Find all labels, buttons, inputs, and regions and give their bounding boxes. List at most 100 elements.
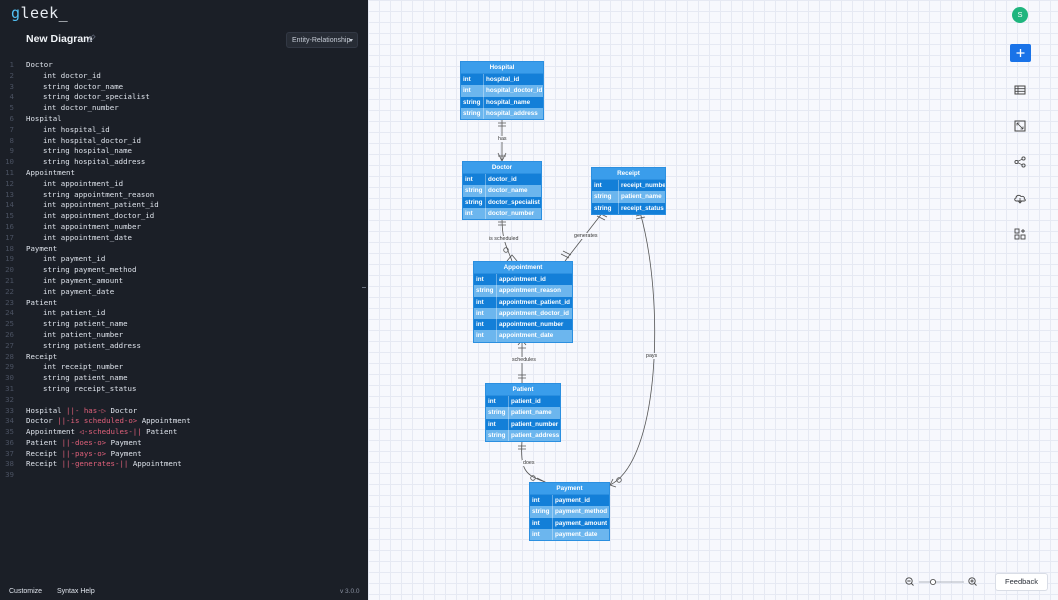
code-text: string patient_name <box>26 373 128 384</box>
line-number: 10 <box>5 157 14 167</box>
line-number: 29 <box>5 362 14 372</box>
line-number: 16 <box>5 221 14 231</box>
relation-target: Appointment <box>141 416 191 426</box>
code-token: Hospital <box>26 113 62 123</box>
customize-link[interactable]: Customize <box>9 588 43 595</box>
zoom-control[interactable] <box>904 576 980 588</box>
pencil-icon[interactable] <box>87 34 96 43</box>
version-label: v 3.0.0 <box>340 588 360 595</box>
add-icon <box>1016 49 1025 57</box>
share-button[interactable] <box>1011 153 1029 171</box>
column-divider <box>496 307 497 320</box>
attribute-type: int <box>465 209 473 217</box>
code-token: Appointment <box>26 167 75 177</box>
code-text: Receipt ||-pays-o> Payment <box>26 449 142 460</box>
line-number: 32 <box>5 394 14 404</box>
relation-target: Doctor <box>110 405 138 415</box>
relation-label-is-scheduled: is scheduled <box>488 236 520 242</box>
column-divider <box>483 74 484 86</box>
syntax-help-link[interactable]: Syntax Help <box>57 588 95 595</box>
code-text: Doctor ||-is scheduled-o> Appointment <box>26 416 191 427</box>
download-button[interactable] <box>1011 189 1029 207</box>
feedback-button[interactable]: Feedback <box>995 573 1048 591</box>
fit-to-screen-button[interactable] <box>1011 117 1029 135</box>
attribute-name: patient_name <box>511 409 552 417</box>
entity-title: Hospital <box>461 62 543 74</box>
attribute-name: appointment_id <box>499 276 546 283</box>
column-divider <box>485 174 486 186</box>
attribute-name: payment_amount <box>555 519 608 527</box>
table-view-button[interactable] <box>1011 81 1029 99</box>
code-token: int appointment_patient_id <box>43 200 159 210</box>
templates-button[interactable] <box>1011 225 1029 243</box>
line-number: 22 <box>5 286 14 296</box>
line-number: 12 <box>5 178 14 188</box>
zoom-in-icon[interactable] <box>968 577 977 586</box>
line-number: 19 <box>5 254 14 264</box>
code-text: string doctor_specialist <box>26 92 150 103</box>
gleek-logo[interactable]: gleek_ <box>11 4 69 22</box>
line-number: 33 <box>5 405 14 415</box>
user-avatar[interactable]: S <box>1012 7 1028 23</box>
diagram-title[interactable]: New Diagram <box>26 33 93 45</box>
code-text: string patient_address <box>26 341 141 352</box>
relation-target: Appointment <box>132 459 182 469</box>
attribute-type: int <box>476 332 484 340</box>
entity-attribute-row: int appointment_id <box>474 274 572 286</box>
column-divider <box>508 418 509 430</box>
code-token: int hospital_id <box>43 124 110 134</box>
line-number: 4 <box>9 92 14 102</box>
code-token: int appointment_number <box>43 221 141 231</box>
code-text: int appointment_doctor_id <box>26 211 154 222</box>
code-text: int hospital_doctor_id <box>26 136 141 147</box>
entity-title: Receipt <box>592 168 665 180</box>
panel-resize-handle[interactable] <box>362 287 366 288</box>
code-token: Doctor <box>26 60 53 69</box>
entity-title: Patient <box>486 384 560 396</box>
line-number: 14 <box>5 200 14 210</box>
column-divider <box>483 96 484 108</box>
code-text: string appointment_reason <box>26 190 154 201</box>
line-number: 26 <box>5 329 14 339</box>
add-button[interactable] <box>1010 44 1031 62</box>
attribute-type: string <box>594 204 612 212</box>
chevron-down-icon <box>349 39 353 42</box>
code-token: Receipt <box>26 351 58 361</box>
attribute-type: int <box>476 276 484 283</box>
diagram-type-dropdown[interactable]: Entity-Relationship <box>286 32 358 48</box>
relation-target: Payment <box>110 448 142 458</box>
code-line: 39 <box>0 470 360 481</box>
column-divider <box>618 180 619 192</box>
line-number: 25 <box>5 319 14 329</box>
zoom-out-icon[interactable] <box>905 577 914 586</box>
column-divider <box>552 495 553 507</box>
code-text: int patient_number <box>26 330 123 341</box>
code-token: Patient <box>26 297 58 307</box>
relation-source: Receipt <box>26 459 62 469</box>
code-token: int doctor_id <box>43 70 101 80</box>
code-text: int payment_date <box>26 287 114 298</box>
code-text: int hospital_id <box>26 125 110 136</box>
relation-operator: ||- has-▷ <box>66 405 107 415</box>
attribute-name: appointment_number <box>499 321 564 329</box>
line-number: 28 <box>5 351 14 361</box>
